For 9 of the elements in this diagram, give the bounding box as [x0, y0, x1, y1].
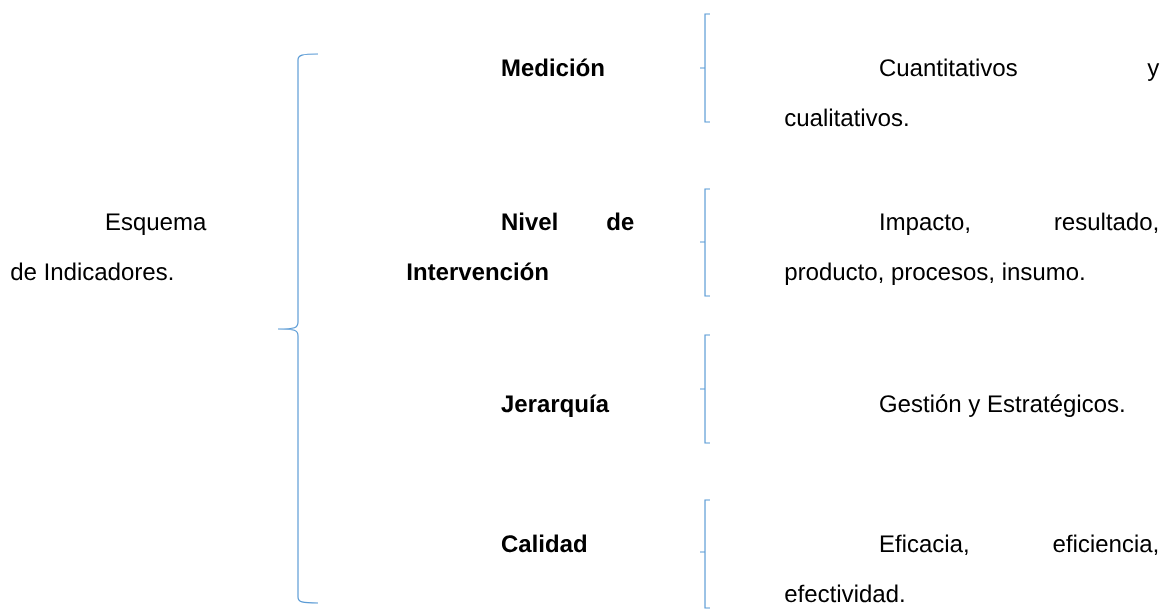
description-text: Impacto, resultado, producto, procesos, insumo.: [785, 212, 1158, 285]
description-text: Eficacia, eficiencia, efectividad.: [785, 534, 1158, 603]
description-text: Cuantitativos y cualitativos.: [785, 58, 1160, 127]
category-text: Nivel de Intervención: [407, 212, 634, 281]
heading-text: Esquema de Indicadores.: [11, 213, 207, 281]
category-text: Calidad: [501, 534, 587, 553]
category-text: Medición: [502, 58, 604, 77]
category-text: Jerarquía: [501, 394, 610, 417]
description-text: Gestión y Estratégicos.: [880, 394, 1124, 417]
